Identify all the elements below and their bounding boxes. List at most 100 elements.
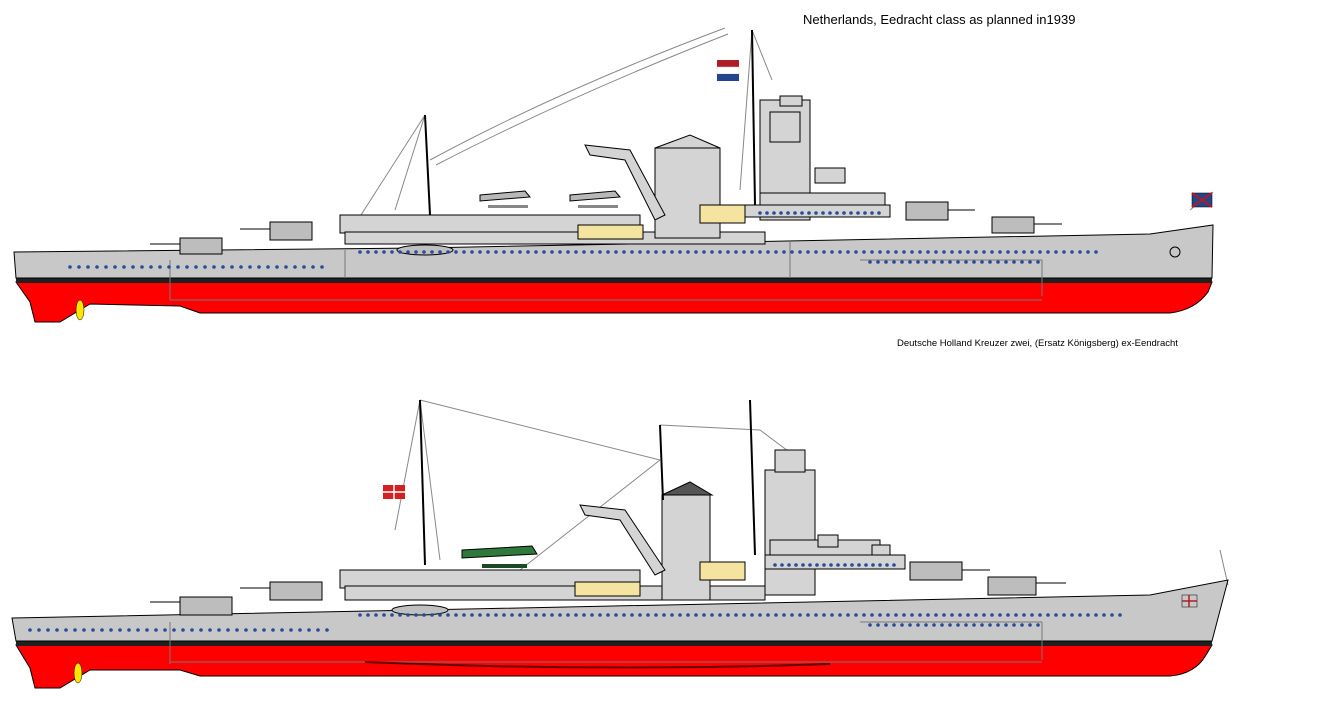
porthole — [446, 250, 450, 254]
porthole — [28, 628, 32, 632]
porthole — [902, 613, 906, 617]
porthole — [462, 250, 466, 254]
porthole — [850, 563, 854, 567]
porthole — [1004, 623, 1008, 627]
porthole — [438, 613, 442, 617]
porthole — [972, 260, 976, 264]
porthole — [878, 563, 882, 567]
porthole — [566, 250, 570, 254]
porthole — [958, 250, 962, 254]
turret-a — [179, 237, 223, 255]
porthole — [253, 628, 257, 632]
porthole — [980, 623, 984, 627]
porthole — [149, 265, 153, 269]
porthole — [884, 623, 888, 627]
porthole — [878, 613, 882, 617]
porthole — [37, 628, 41, 632]
porthole — [398, 613, 402, 617]
porthole — [774, 250, 778, 254]
porthole — [550, 250, 554, 254]
porthole — [614, 613, 618, 617]
porthole — [794, 563, 798, 567]
porthole — [542, 613, 546, 617]
porthole — [766, 250, 770, 254]
porthole — [526, 250, 530, 254]
porthole — [470, 613, 474, 617]
porthole — [854, 613, 858, 617]
porthole — [808, 563, 812, 567]
porthole — [662, 613, 666, 617]
porthole — [382, 250, 386, 254]
porthole — [916, 260, 920, 264]
porthole — [1110, 613, 1114, 617]
porthole — [950, 250, 954, 254]
porthole — [750, 250, 754, 254]
porthole — [630, 250, 634, 254]
turret-b — [269, 221, 313, 241]
porthole — [843, 563, 847, 567]
porthole — [358, 613, 362, 617]
porthole — [478, 250, 482, 254]
porthole — [217, 628, 221, 632]
porthole — [924, 623, 928, 627]
porthole — [131, 265, 135, 269]
porthole — [478, 613, 482, 617]
porthole — [870, 211, 874, 215]
porthole — [734, 613, 738, 617]
porthole — [854, 250, 858, 254]
porthole — [876, 623, 880, 627]
porthole — [966, 250, 970, 254]
porthole — [248, 265, 252, 269]
porthole — [686, 250, 690, 254]
porthole — [821, 211, 825, 215]
hull-bottom — [15, 644, 1213, 689]
porthole — [934, 250, 938, 254]
porthole — [320, 265, 324, 269]
porthole — [956, 623, 960, 627]
porthole — [366, 250, 370, 254]
porthole — [622, 250, 626, 254]
anchor-icon — [1169, 246, 1181, 258]
porthole — [807, 211, 811, 215]
porthole — [892, 563, 896, 567]
porthole — [1062, 250, 1066, 254]
porthole — [765, 211, 769, 215]
porthole — [158, 265, 162, 269]
porthole — [1020, 623, 1024, 627]
floatplane-icon — [461, 545, 538, 568]
porthole — [104, 265, 108, 269]
porthole — [1094, 250, 1098, 254]
porthole — [638, 613, 642, 617]
porthole — [534, 613, 538, 617]
porthole — [77, 265, 81, 269]
porthole — [606, 250, 610, 254]
porthole — [1014, 250, 1018, 254]
floatplane-icon — [569, 190, 622, 208]
porthole — [1046, 613, 1050, 617]
porthole — [1022, 250, 1026, 254]
porthole — [646, 250, 650, 254]
porthole — [940, 260, 944, 264]
porthole — [118, 628, 122, 632]
german-ensign-icon — [383, 485, 405, 499]
porthole — [414, 250, 418, 254]
porthole — [790, 250, 794, 254]
porthole — [654, 250, 658, 254]
porthole — [815, 563, 819, 567]
porthole — [518, 613, 522, 617]
porthole — [892, 623, 896, 627]
porthole — [678, 250, 682, 254]
porthole — [932, 623, 936, 627]
boot-topping — [16, 278, 1212, 283]
porthole — [998, 250, 1002, 254]
porthole — [590, 250, 594, 254]
porthole — [822, 563, 826, 567]
porthole — [868, 260, 872, 264]
masts — [419, 399, 756, 566]
porthole — [494, 613, 498, 617]
superstructure — [339, 95, 891, 245]
porthole — [590, 613, 594, 617]
porthole — [646, 613, 650, 617]
porthole — [772, 211, 776, 215]
porthole — [782, 250, 786, 254]
